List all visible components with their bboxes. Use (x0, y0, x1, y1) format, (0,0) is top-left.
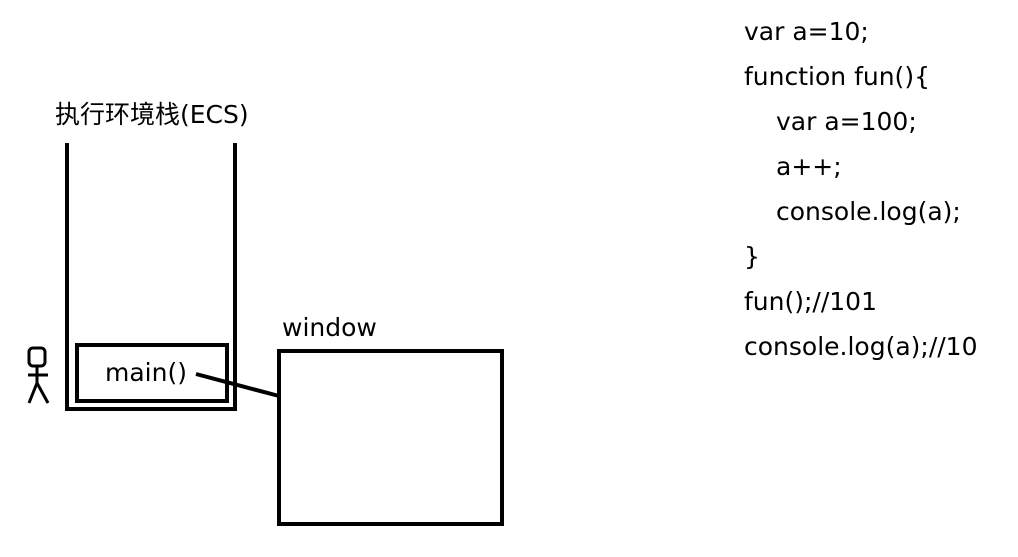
code-line: console.log(a);//10 (744, 332, 978, 361)
stack-bottom-wall (65, 407, 237, 411)
stick-figure-icon (27, 346, 50, 404)
stack-right-wall (233, 143, 237, 411)
stack-title: 执行环境栈(ECS) (55, 100, 249, 129)
stack-left-wall (65, 143, 69, 411)
code-line: console.log(a); (776, 197, 961, 226)
code-line: a++; (776, 152, 842, 181)
code-line: function fun(){ (744, 62, 930, 91)
code-line: var a=100; (776, 107, 917, 136)
code-line: fun();//101 (744, 287, 877, 316)
main-frame-label: main() (105, 358, 187, 387)
window-label: window (282, 313, 377, 342)
code-line: var a=10; (744, 17, 869, 46)
code-line: } (744, 242, 760, 271)
window-object-box (277, 349, 504, 526)
